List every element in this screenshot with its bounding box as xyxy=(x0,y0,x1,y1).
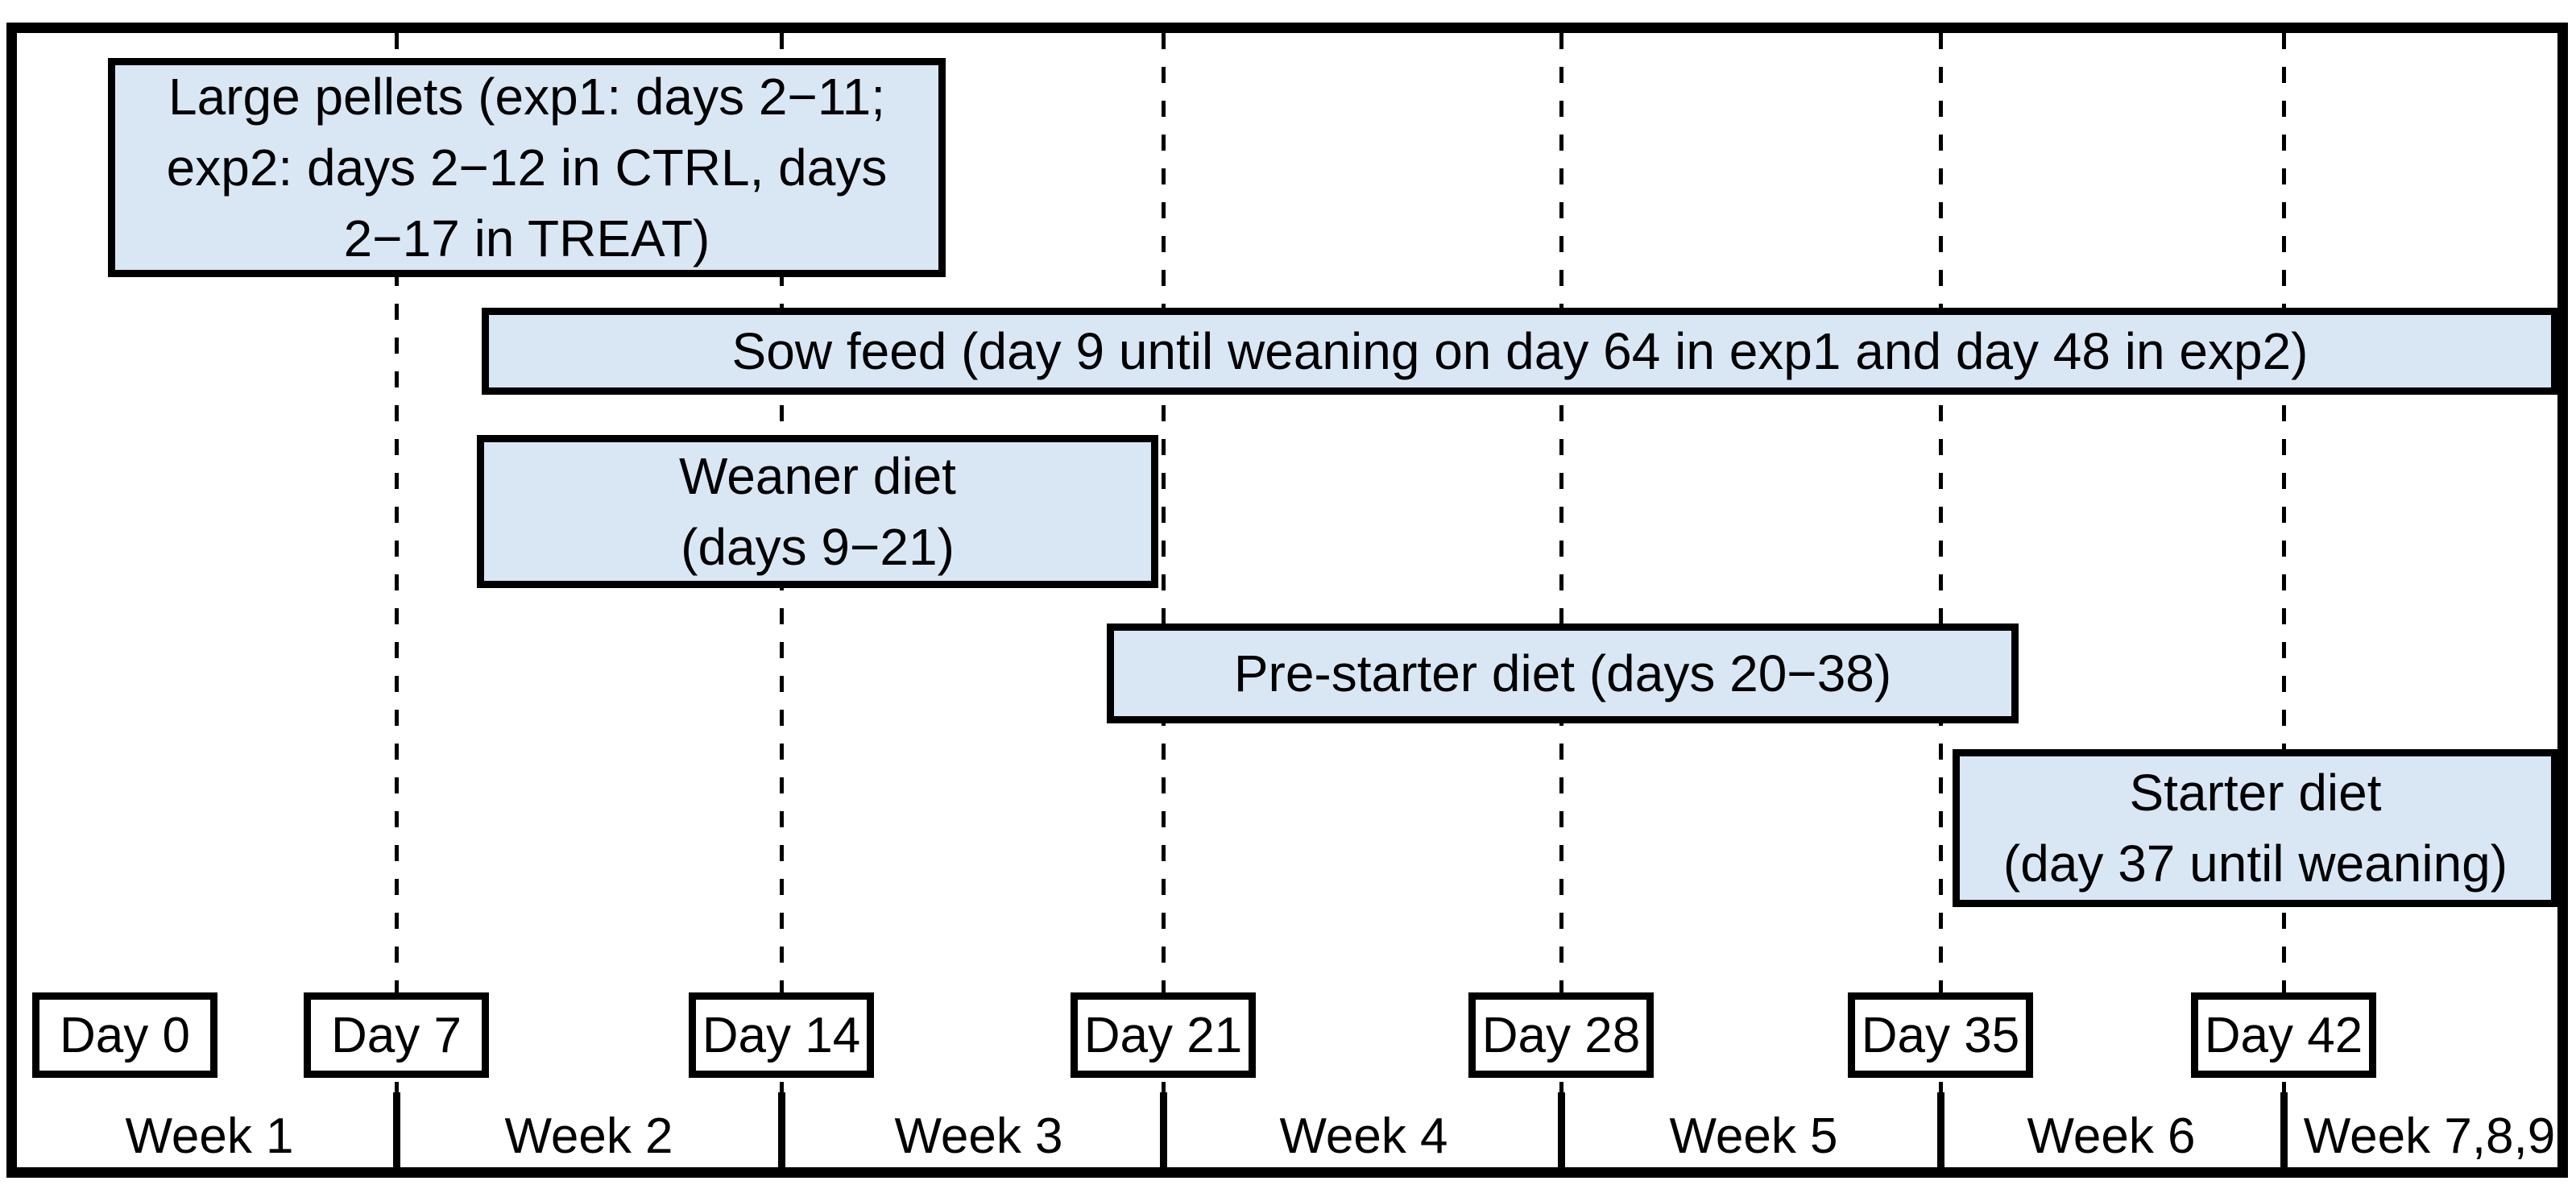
week-label-1: Week 1 xyxy=(125,1108,294,1164)
bar-large-pellets: Large pellets (exp1: days 2−11; exp2: da… xyxy=(108,58,946,277)
day-box-day-14: Day 14 xyxy=(689,992,874,1078)
week-separator-tick xyxy=(2280,1092,2288,1169)
week-separator-tick xyxy=(1160,1092,1167,1169)
day-box-day-7: Day 7 xyxy=(304,992,489,1078)
bar-sow-feed: Sow feed (day 9 until weaning on day 64 … xyxy=(482,308,2558,395)
week-label-7-8-9: Week 7,8,9 xyxy=(2303,1108,2556,1164)
bar-label-line: 2−17 in TREAT) xyxy=(343,209,710,267)
day-box-day-0: Day 0 xyxy=(32,992,217,1078)
bar-label-line: Weaner diet xyxy=(679,447,956,505)
bar-label-line: Large pellets (exp1: days 2−11; xyxy=(168,68,886,126)
bar-starter-diet: Starter diet (day 37 until weaning) xyxy=(1953,749,2558,907)
day-box-day-28: Day 28 xyxy=(1468,992,1654,1078)
bar-label-line: exp2: days 2−12 in CTRL, days xyxy=(166,139,888,197)
week-boundary-dotted-line-day21 xyxy=(1162,33,1166,1096)
week-separator-tick xyxy=(393,1092,400,1169)
bar-label-line: (days 9−21) xyxy=(681,518,955,576)
week-boundary-dotted-line-day42 xyxy=(2282,33,2286,1096)
week-separator-tick xyxy=(1558,1092,1565,1169)
bar-weaner-diet: Weaner diet (days 9−21) xyxy=(477,435,1158,588)
week-label-5: Week 5 xyxy=(1669,1108,1838,1164)
week-label-6: Week 6 xyxy=(2027,1108,2196,1164)
week-label-3: Week 3 xyxy=(894,1108,1063,1164)
day-box-day-35: Day 35 xyxy=(1848,992,2033,1078)
week-separator-tick xyxy=(1937,1092,1944,1169)
week-boundary-dotted-line-day7 xyxy=(395,33,399,1096)
bar-label-line: Starter diet xyxy=(2129,764,2382,822)
week-label-2: Week 2 xyxy=(504,1108,673,1164)
day-box-day-21: Day 21 xyxy=(1071,992,1256,1078)
bar-label-line: (day 37 until weaning) xyxy=(2002,835,2508,893)
week-boundary-dotted-line-day35 xyxy=(1939,33,1943,1096)
bar-pre-starter-diet: Pre-starter diet (days 20−38) xyxy=(1107,624,2019,723)
week-boundary-dotted-line-day28 xyxy=(1559,33,1563,1096)
bar-label-line: Sow feed (day 9 until weaning on day 64 … xyxy=(731,322,2309,380)
day-box-day-42: Day 42 xyxy=(2191,992,2376,1078)
week-label-4: Week 4 xyxy=(1279,1108,1448,1164)
bar-label-line: Pre-starter diet (days 20−38) xyxy=(1233,644,1892,702)
week-separator-tick xyxy=(778,1092,785,1169)
